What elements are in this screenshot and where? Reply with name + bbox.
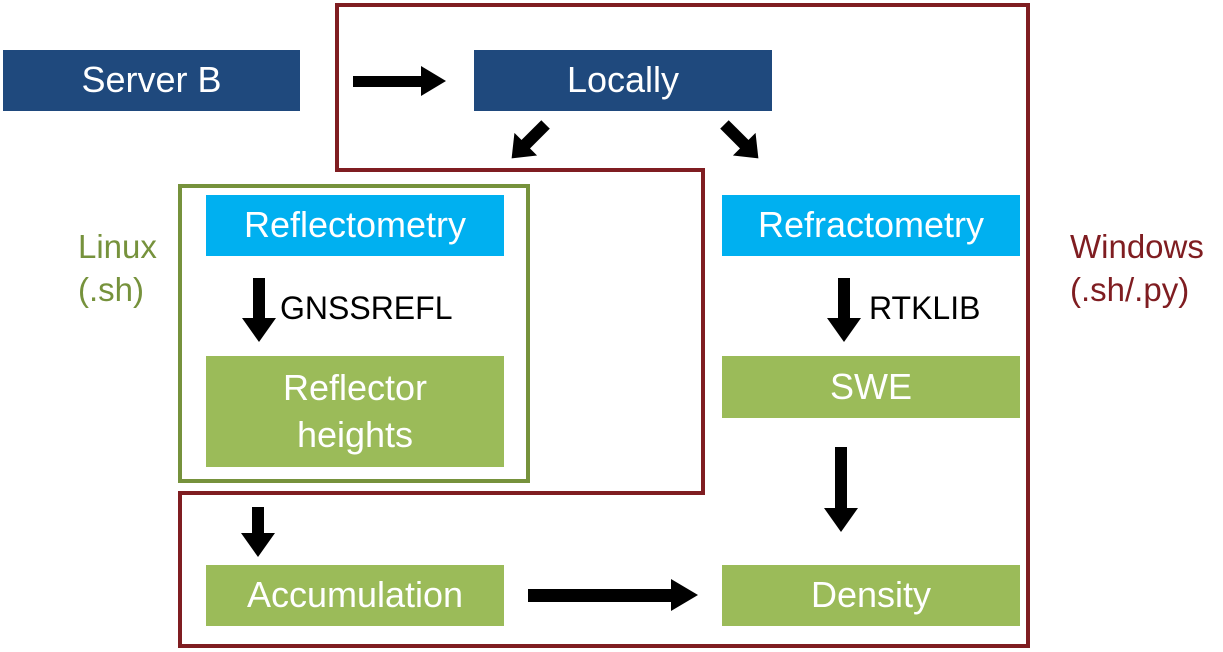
- linux-group-outline: [178, 184, 530, 483]
- windows-group-outline: [178, 3, 1030, 648]
- arrow-swe-to-density: [824, 447, 858, 532]
- node-reflector-heights-line2: heights: [296, 413, 414, 455]
- arrow-locally-to-refractometry: [720, 120, 759, 159]
- arrow-serverb-to-locally: [353, 66, 446, 96]
- arrow-heights-to-accumulation: [241, 507, 275, 557]
- node-reflectometry-label: Reflectometry: [243, 204, 467, 246]
- node-accumulation-label: Accumulation: [246, 574, 464, 616]
- arrow-refractometry-to-swe: [827, 278, 861, 342]
- group-label-linux: Linux (.sh): [78, 226, 157, 312]
- node-density: Density: [722, 565, 1020, 626]
- group-label-linux-line2: (.sh): [78, 270, 144, 308]
- node-reflector-heights: Reflector heights: [206, 356, 504, 467]
- arrow-reflectometry-to-heights: [242, 278, 276, 342]
- group-label-windows: Windows (.sh/.py): [1070, 226, 1204, 312]
- node-refractometry-label: Refractometry: [757, 204, 985, 246]
- node-reflector-heights-line1: Reflector: [282, 366, 428, 408]
- node-reflectometry: Reflectometry: [206, 195, 504, 256]
- node-locally: Locally: [474, 50, 772, 111]
- group-label-windows-line2: (.sh/.py): [1070, 270, 1190, 308]
- node-density-label: Density: [810, 574, 932, 616]
- node-server-b-label: Server B: [81, 59, 222, 101]
- arrow-locally-to-reflectometry: [511, 120, 550, 159]
- group-label-linux-line1: Linux: [78, 228, 157, 265]
- node-server-b: Server B: [3, 50, 300, 111]
- edge-label-gnssrefl: GNSSREFL: [280, 290, 453, 326]
- node-refractometry: Refractometry: [722, 195, 1020, 256]
- group-label-windows-line1: Windows: [1070, 228, 1204, 265]
- node-locally-label: Locally: [566, 59, 680, 101]
- arrow-accumulation-to-density: [528, 579, 698, 611]
- edge-label-rtklib: RTKLIB: [869, 290, 981, 326]
- node-accumulation: Accumulation: [206, 565, 504, 626]
- node-swe: SWE: [722, 356, 1020, 418]
- node-swe-label: SWE: [829, 365, 912, 407]
